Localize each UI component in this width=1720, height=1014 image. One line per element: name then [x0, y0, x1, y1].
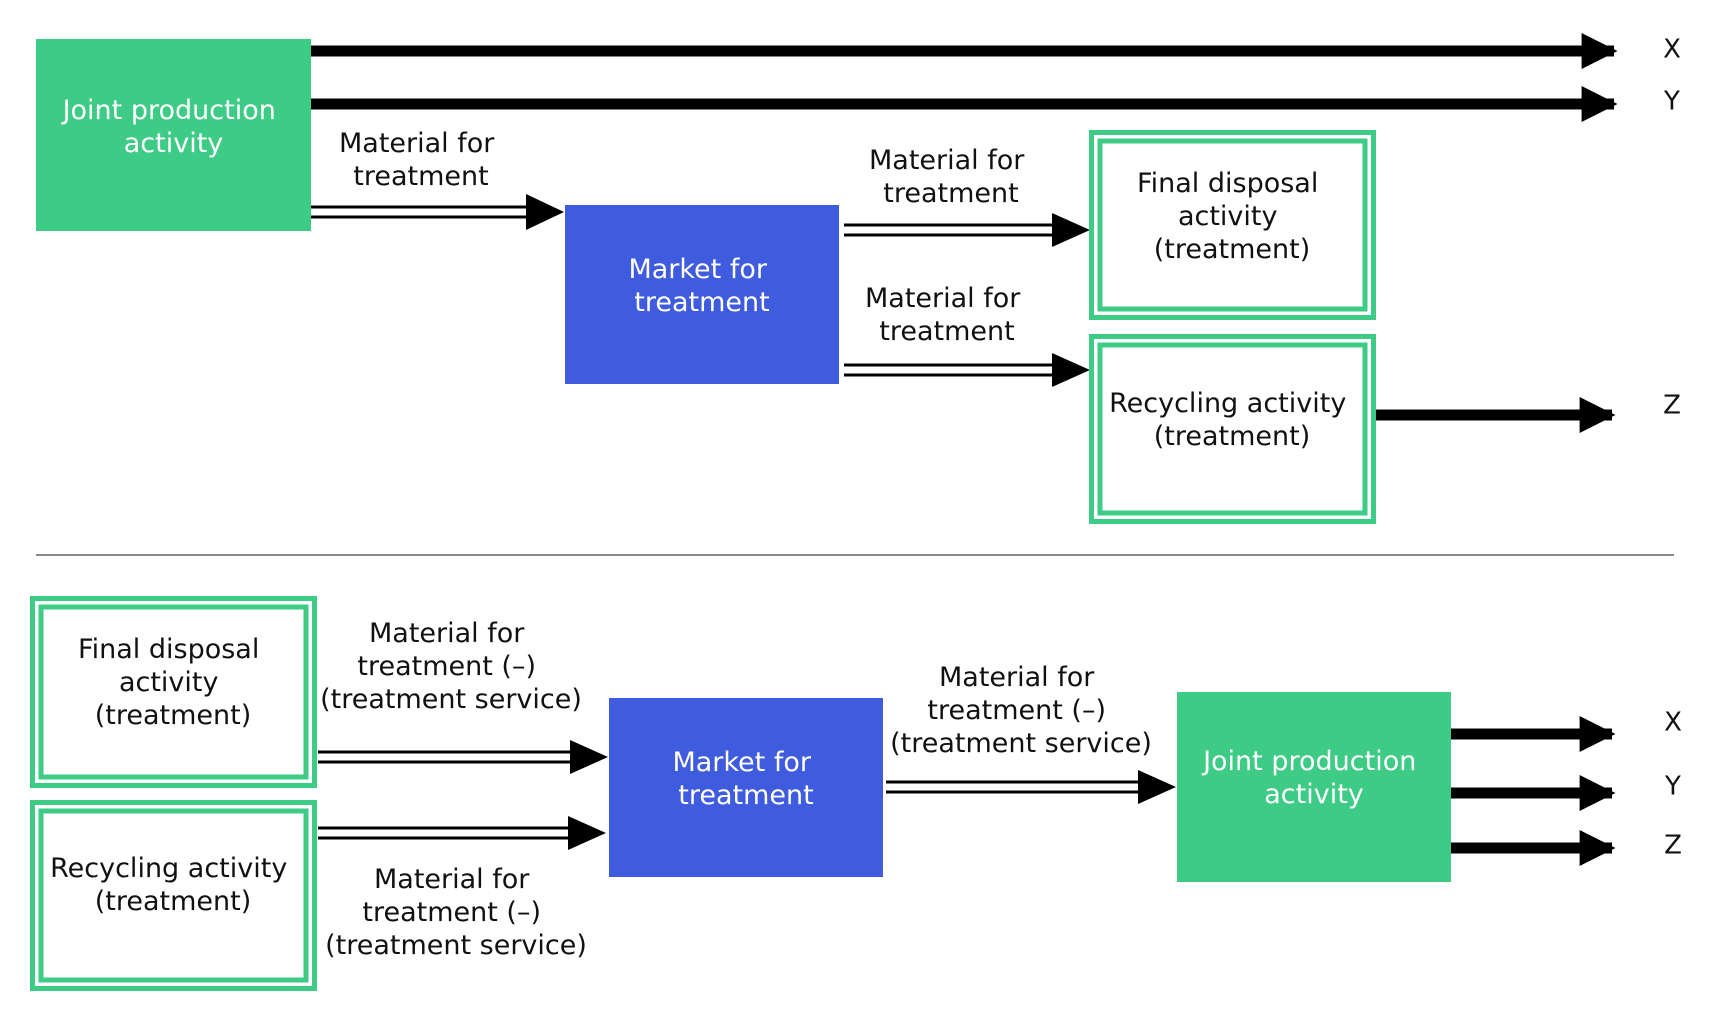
- joint-production-label-top: Joint production activity: [61, 95, 285, 159]
- flow-arrow-market-to-disposal: [844, 213, 1090, 247]
- market-for-treatment-box-top: Market for treatment: [565, 205, 839, 384]
- joint-production-box-bottom: Joint production activity: [1177, 692, 1451, 882]
- final-disposal-label-top: Final disposal activity (treatment): [1137, 168, 1327, 265]
- flow-arrow-recycling-to-market: [318, 816, 606, 850]
- flow-label-market-to-recycling: Material for treatment: [865, 283, 1029, 347]
- joint-production-box-top: Joint production activity: [36, 39, 311, 231]
- recycling-box-bottom: Recycling activity (treatment): [30, 800, 317, 991]
- market-for-treatment-box-bottom: Market for treatment: [609, 698, 883, 877]
- output-label-y-top: Y: [1663, 87, 1680, 117]
- output-label-z-top: Z: [1663, 391, 1681, 421]
- flow-label-market-to-joint: Material for treatment (–) (treatment se…: [890, 662, 1152, 759]
- output-label-x-top: X: [1663, 35, 1681, 65]
- recycling-box-top: Recycling activity (treatment): [1089, 334, 1376, 524]
- market-label-top: Market for treatment: [628, 254, 775, 318]
- flow-label-disposal-to-market: Material for treatment (–) (treatment se…: [320, 618, 582, 715]
- flow-arrow-disposal-to-market: [318, 740, 608, 774]
- output-label-y-bottom: Y: [1664, 772, 1681, 802]
- final-disposal-box-top: Final disposal activity (treatment): [1089, 130, 1376, 320]
- flow-label-joint-to-market: Material for treatment: [339, 128, 503, 192]
- flow-arrow-market-to-joint: [886, 770, 1176, 804]
- flow-label-recycling-to-market: Material for treatment (–) (treatment se…: [325, 864, 587, 961]
- flow-arrow-joint-to-market: [311, 194, 564, 230]
- recycling-label-top: Recycling activity (treatment): [1109, 388, 1355, 452]
- flow-arrow-market-to-recycling: [844, 353, 1090, 387]
- output-label-x-bottom: X: [1664, 708, 1682, 738]
- flow-label-market-to-disposal: Material for treatment: [869, 145, 1033, 209]
- market-label-bottom: Market for treatment: [672, 747, 819, 811]
- output-label-z-bottom: Z: [1664, 831, 1682, 861]
- recycling-label-bottom: Recycling activity (treatment): [50, 853, 296, 917]
- final-disposal-label-bottom: Final disposal activity (treatment): [78, 634, 268, 731]
- final-disposal-box-bottom: Final disposal activity (treatment): [30, 596, 317, 788]
- joint-production-label-bottom: Joint production activity: [1201, 746, 1425, 810]
